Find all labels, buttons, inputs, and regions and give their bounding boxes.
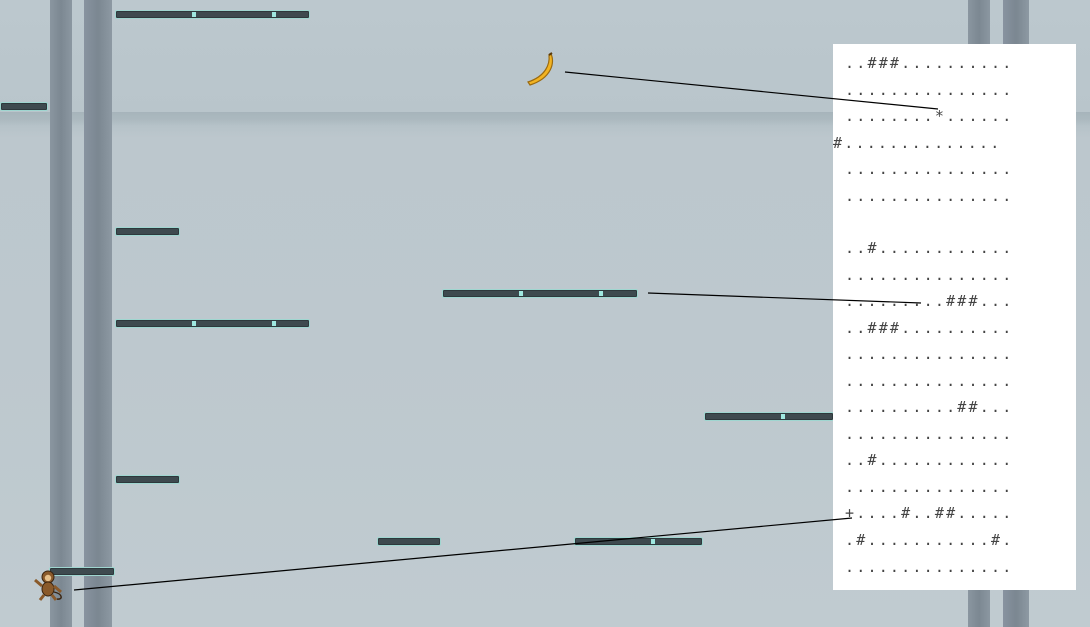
- map-row: ...............: [845, 558, 1014, 576]
- map-row: .#...........#.: [845, 531, 1014, 549]
- map-row: ...............: [845, 425, 1014, 443]
- monkey-icon: [34, 570, 62, 601]
- platform: [377, 537, 441, 546]
- map-row: ...............: [845, 372, 1014, 390]
- map-row: #..............: [833, 134, 1002, 152]
- map-row: ..###..........: [845, 54, 1014, 72]
- map-row: ..###..........: [845, 319, 1014, 337]
- map-row: ........*......: [845, 107, 1014, 125]
- map-row: .........###...: [845, 292, 1014, 310]
- platform: [115, 319, 310, 328]
- goal-connector-line: [564, 71, 939, 110]
- left-pillar-2: [84, 0, 112, 627]
- map-row: ...............: [845, 160, 1014, 178]
- wall-band: [0, 112, 1090, 126]
- platform: [115, 475, 180, 484]
- platform-connector-line: [647, 292, 922, 304]
- player-connector-line: [73, 517, 853, 591]
- banana-icon: [527, 52, 554, 86]
- map-row: ...............: [845, 345, 1014, 363]
- map-row: ..........##...: [845, 398, 1014, 416]
- ascii-map-panel: ..###.......... ............... ........…: [833, 44, 1076, 590]
- map-row: ..#............: [845, 239, 1014, 257]
- map-row: +....#..##.....: [845, 504, 1014, 522]
- map-row: ...............: [845, 81, 1014, 99]
- map-row: ...............: [845, 478, 1014, 496]
- map-row: ...............: [845, 266, 1014, 284]
- platform: [0, 102, 48, 111]
- map-row: ..#............: [845, 451, 1014, 469]
- platform: [442, 289, 638, 298]
- left-pillar-1: [50, 0, 72, 627]
- platform: [115, 227, 180, 236]
- platform: [115, 10, 310, 19]
- map-row: ...............: [845, 187, 1014, 205]
